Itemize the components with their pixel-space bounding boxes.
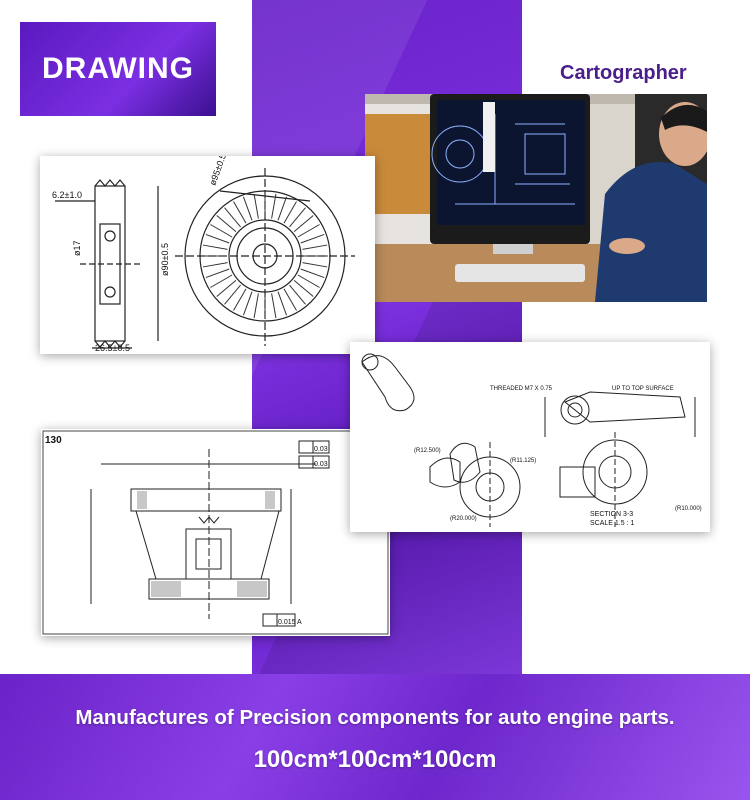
dim-left: ø17 <box>72 240 82 256</box>
footer-tagline: Manufactures of Precision components for… <box>75 706 675 729</box>
dim-a: (R12.500) <box>414 448 441 454</box>
dim-bottom: 26.5±0.5 <box>95 343 130 353</box>
tolerance-b: 0.03 <box>314 461 328 468</box>
dim-top: 6.2±1.0 <box>52 190 82 200</box>
note-thread: THREADED M7 X 0.75 <box>490 386 553 392</box>
badge-label: DRAWING <box>42 52 194 85</box>
title-number: 130 <box>45 435 62 446</box>
dim-d: (R20.000) <box>450 516 477 522</box>
dim-c: (R10.000) <box>675 506 702 512</box>
engineer-photo <box>365 94 707 302</box>
note-depth: UP TO TOP SURFACE <box>612 386 674 392</box>
section-label: SECTION 3-3 <box>590 511 633 518</box>
scale-label: SCALE 1.5 : 1 <box>590 520 634 527</box>
dim-front: ø95±0.5 <box>207 156 228 187</box>
dim-right: ø90±0.5 <box>160 243 170 276</box>
dim-b: (R11.125) <box>510 458 536 464</box>
footer-dimensions: 100cm*100cm*100cm <box>253 746 497 773</box>
drawing-badge: DRAWING <box>20 22 216 116</box>
tolerance-c: 0.015 <box>278 619 296 626</box>
assembly-drawing: 130 0.03 0.03 0.015 A <box>41 429 390 636</box>
footer-banner: Manufactures of Precision components for… <box>0 674 750 800</box>
pulley-drawing: 6.2±1.0 ø17 ø90±0.5 26.5±0.5 ø95±0.5 <box>40 156 375 354</box>
datum-label: A <box>297 619 302 626</box>
rocker-arm-drawing: THREADED M7 X 0.75 UP TO TOP SURFACE (R1… <box>350 342 710 532</box>
tolerance-a: 0.03 <box>314 446 328 453</box>
photo-caption: Cartographer <box>560 62 687 84</box>
